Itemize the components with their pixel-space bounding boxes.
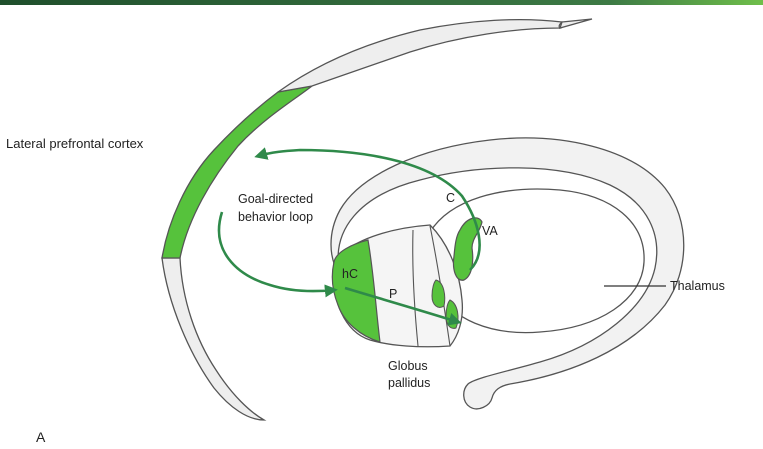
loop-label-line2: behavior loop — [238, 210, 313, 224]
caudate-label: C — [446, 191, 455, 205]
cortex-band-lower — [161, 257, 267, 421]
globus-pallidus-label-line2: pallidus — [388, 376, 430, 390]
panel-letter: A — [36, 429, 46, 445]
lentiform-nucleus — [331, 224, 464, 348]
putamen-border — [412, 229, 419, 347]
putamen-label: P — [389, 287, 397, 301]
striatopallidal-arrow — [344, 286, 462, 326]
top-border-bar — [0, 0, 763, 5]
goal-directed-loop-arrows — [217, 147, 481, 326]
thalamocortical-arrow — [254, 147, 481, 271]
corticostriatal-arrow — [217, 211, 338, 298]
lateral-prefrontal-cortex-label: Lateral prefrontal cortex — [6, 136, 144, 151]
caudate-structure — [330, 137, 685, 410]
cortex-band-upper — [277, 18, 564, 93]
head-of-caudate-label: hC — [342, 267, 358, 281]
ventral-anterior-label: VA — [482, 224, 498, 238]
caudate-outer-arc — [330, 137, 685, 410]
loop-label-line1: Goal-directed — [238, 192, 313, 206]
globus-pallidus-upper-patch — [431, 279, 446, 308]
cortex-band-tip — [558, 18, 593, 29]
thalamus-label: Thalamus — [670, 279, 725, 293]
globus-pallidus-label-line1: Globus — [388, 359, 428, 373]
cortex-band — [161, 18, 593, 421]
prefrontal-cortex-region — [161, 85, 313, 259]
